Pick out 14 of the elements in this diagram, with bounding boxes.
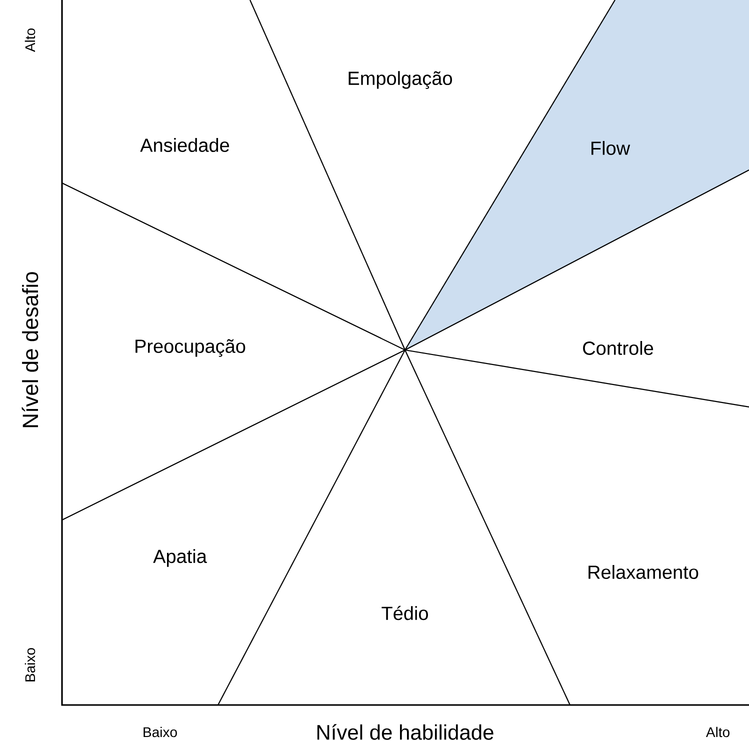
axis-tick-label: Alto [706, 726, 730, 738]
axis-tick-label: Baixo [24, 648, 36, 682]
region-label: Relaxamento [588, 565, 698, 579]
axis-title: Nível de desafio [22, 272, 38, 428]
region-label: Preocupação [136, 339, 246, 357]
axis-tick-label: Baixo [144, 726, 177, 738]
region-label: Ansiedade [140, 138, 230, 152]
region-label: Apatia [153, 549, 207, 567]
region-label: Flow [592, 141, 630, 155]
region-label: Tédio [382, 606, 428, 620]
region-label: Empolgação [348, 71, 452, 89]
axis-tick-label: Alto [24, 28, 36, 52]
axis-title: Nível de habilidade [317, 724, 494, 740]
region-label: Controle [583, 341, 654, 355]
